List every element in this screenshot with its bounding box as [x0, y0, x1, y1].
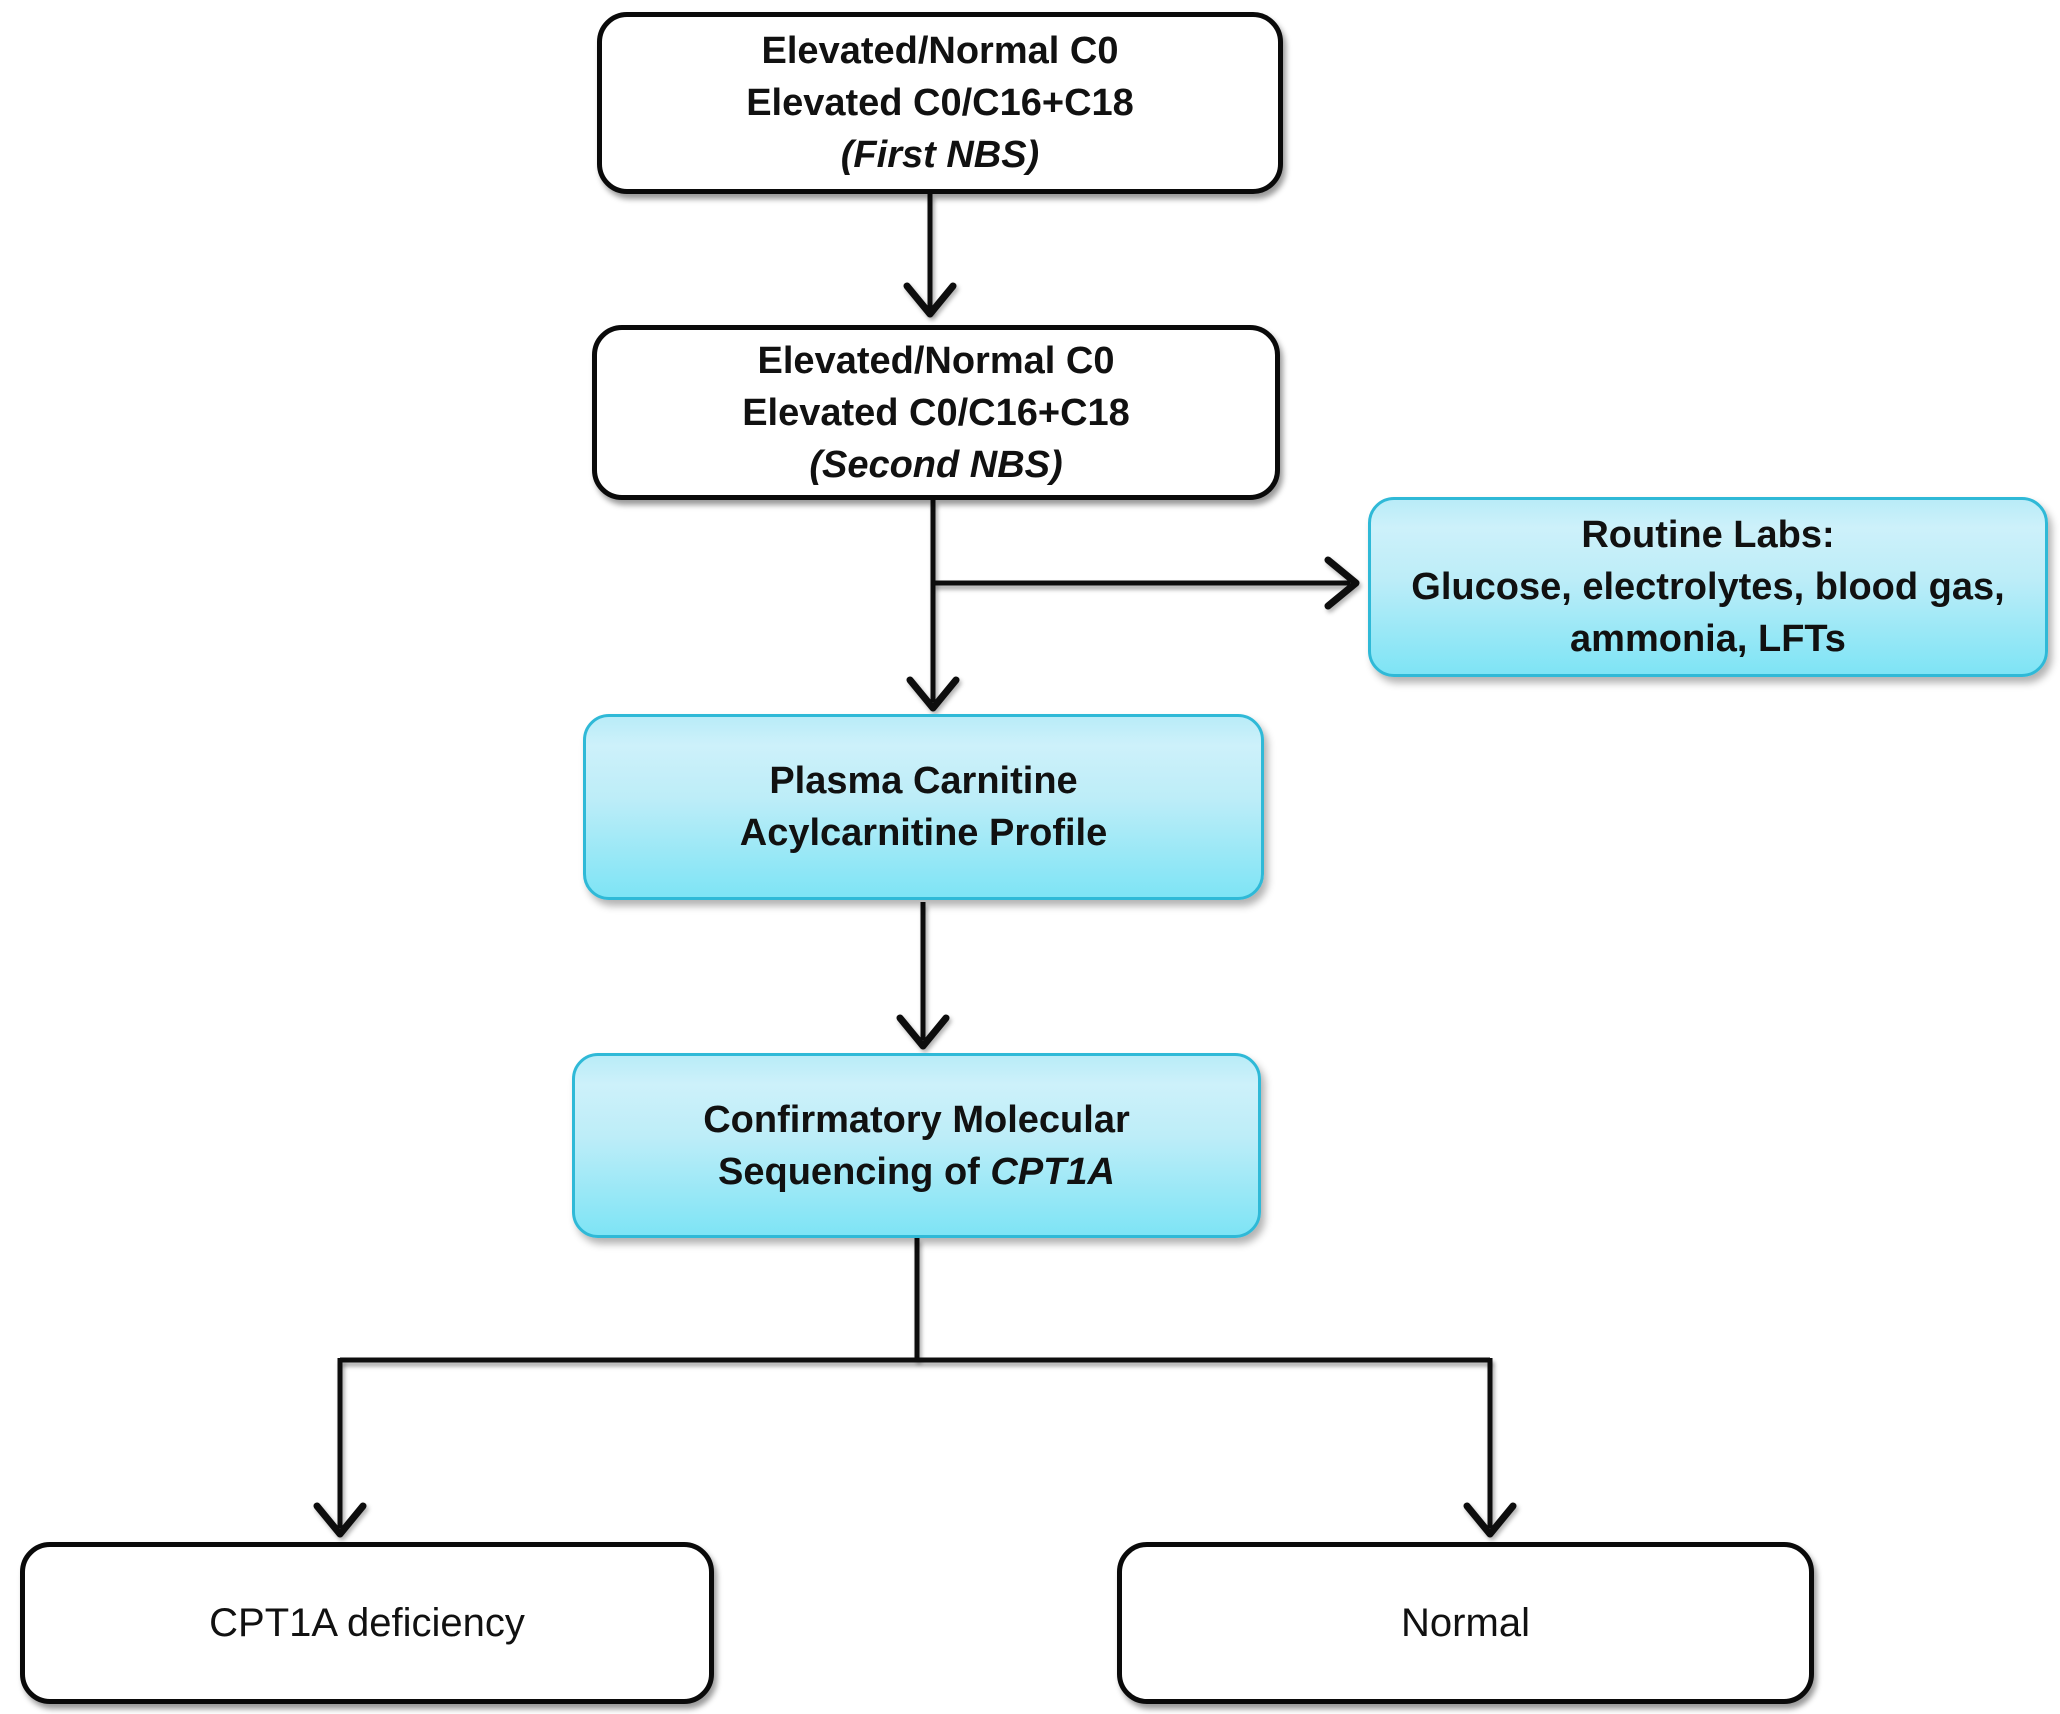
- node-second-nbs: Elevated/Normal C0 Elevated C0/C16+C18 (…: [592, 325, 1280, 500]
- routine-labs-line3: ammonia, LFTs: [1570, 618, 1846, 660]
- routine-labs-line2: Glucose, electrolytes, blood gas,: [1411, 566, 2005, 608]
- plasma-profile-line2: Acylcarnitine Profile: [739, 812, 1108, 854]
- second-nbs-line3: (Second NBS): [809, 443, 1063, 486]
- node-plasma-profile: Plasma Carnitine Acylcarnitine Profile: [583, 714, 1264, 900]
- arrowhead-down-first-to-second: [903, 282, 957, 318]
- node-outcome-deficiency: CPT1A deficiency: [20, 1542, 714, 1704]
- plasma-profile-line1: Plasma Carnitine: [769, 760, 1078, 802]
- second-nbs-line2: Elevated C0/C16+C18: [742, 391, 1130, 434]
- arrowhead-down-deficiency: [313, 1502, 367, 1538]
- arrowhead-down-normal: [1463, 1502, 1517, 1538]
- confirmatory-line2: Sequencing of CPT1A: [575, 1146, 1258, 1198]
- arrowhead-down-second-to-plasma: [906, 676, 960, 712]
- node-routine-labs: Routine Labs: Glucose, electrolytes, blo…: [1368, 497, 2048, 677]
- routine-labs-line1: Routine Labs:: [1581, 514, 1835, 556]
- node-first-nbs: Elevated/Normal C0 Elevated C0/C16+C18 (…: [597, 12, 1283, 194]
- arrowhead-down-plasma-to-confirmatory: [896, 1014, 950, 1050]
- confirmatory-line1: Confirmatory Molecular: [703, 1098, 1130, 1141]
- node-outcome-normal: Normal: [1117, 1542, 1814, 1704]
- second-nbs-line1: Elevated/Normal C0: [757, 339, 1115, 382]
- first-nbs-line1: Elevated/Normal C0: [761, 30, 1119, 72]
- arrowhead-right-routine-labs: [1324, 556, 1360, 610]
- first-nbs-line3: (First NBS): [840, 134, 1040, 176]
- outcome-normal-label: Normal: [1401, 1601, 1530, 1645]
- first-nbs-line2: Elevated C0/C16+C18: [746, 82, 1134, 124]
- outcome-deficiency-label: CPT1A deficiency: [209, 1601, 525, 1645]
- node-confirmatory: Confirmatory Molecular Sequencing of CPT…: [572, 1053, 1261, 1238]
- confirmatory-line2-prefix: Sequencing of: [718, 1150, 991, 1193]
- confirmatory-gene-name: CPT1A: [990, 1150, 1115, 1193]
